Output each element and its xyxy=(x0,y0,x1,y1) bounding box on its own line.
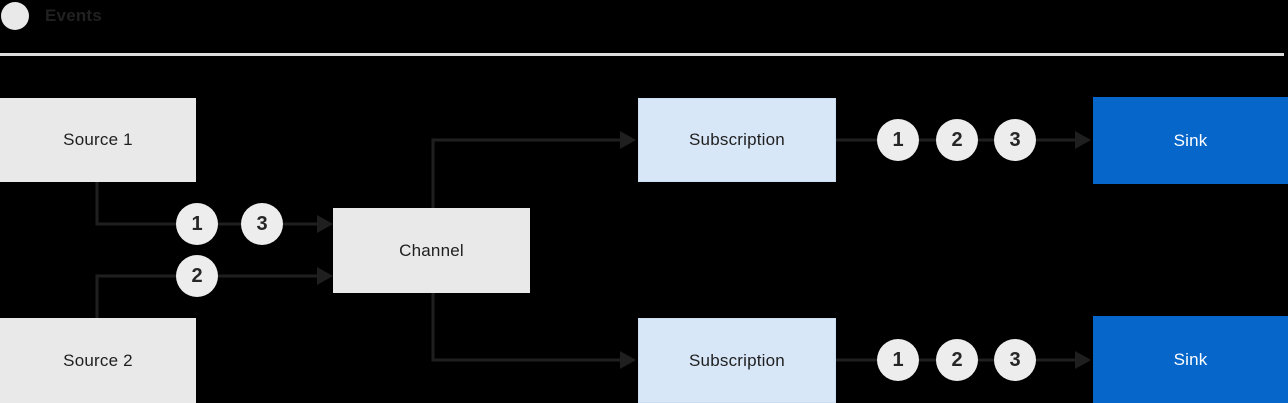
node-subscription-2: Subscription xyxy=(638,318,836,403)
node-channel-label: Channel xyxy=(399,240,464,260)
event-circle: 1 xyxy=(877,339,919,381)
node-subscription-1-label: Subscription xyxy=(689,130,785,149)
legend-separator-line xyxy=(0,53,1284,56)
event-circle: 3 xyxy=(994,339,1036,381)
node-subscription-2-label: Subscription xyxy=(689,350,785,370)
node-sink-2: Sink xyxy=(1093,316,1288,403)
edge-channel-subscription1 xyxy=(431,138,621,208)
node-source-2: Source 2 xyxy=(0,318,196,403)
node-sink-1-label: Sink xyxy=(1173,130,1208,150)
event-circle: 3 xyxy=(241,203,283,245)
node-source-1: Source 1 xyxy=(0,98,196,182)
arrowhead-sink1-icon xyxy=(1075,131,1091,149)
node-channel: Channel xyxy=(333,208,530,293)
arrowhead-subscription1-icon xyxy=(620,131,636,149)
node-subscription-1: Subscription xyxy=(638,98,836,182)
edge-channel-subscription2 xyxy=(431,293,621,362)
event-circle: 3 xyxy=(994,119,1036,161)
node-source-1-label: Source 1 xyxy=(63,130,133,149)
node-sink-2-label: Sink xyxy=(1173,349,1208,369)
event-circle: 1 xyxy=(877,119,919,161)
node-sink-1: Sink xyxy=(1093,97,1288,184)
edge-source2-channel xyxy=(95,274,318,318)
arrowhead-channel-top-icon xyxy=(317,215,333,233)
arrowhead-sink2-icon xyxy=(1075,351,1091,369)
event-circle: 2 xyxy=(936,119,978,161)
arrowhead-channel-bottom-icon xyxy=(317,267,333,285)
legend-label: Events xyxy=(45,6,102,25)
event-circle: 1 xyxy=(176,203,218,245)
node-source-2-label: Source 2 xyxy=(63,350,133,370)
event-circle-icon xyxy=(1,2,29,30)
event-circle: 2 xyxy=(176,255,218,297)
event-circle: 2 xyxy=(936,339,978,381)
arrowhead-subscription2-icon xyxy=(620,351,636,369)
